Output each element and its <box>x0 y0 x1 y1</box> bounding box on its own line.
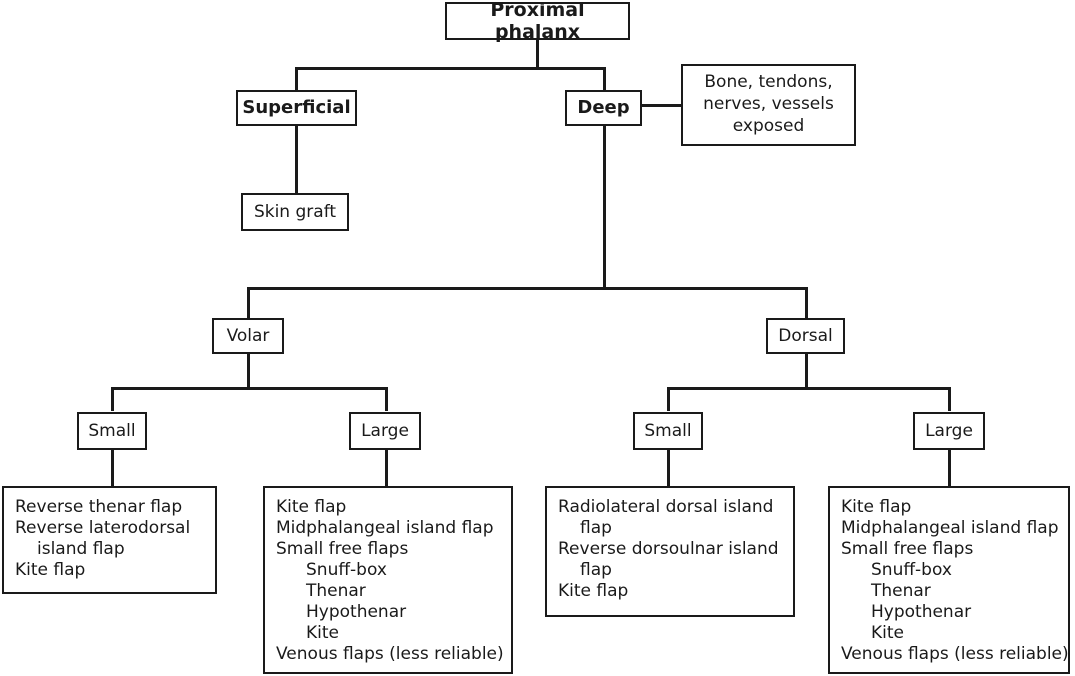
list-item: Venous flaps (less reliable) <box>276 643 504 664</box>
list-item: Kite <box>306 622 339 643</box>
leafbox-dorsal-small-options[interactable]: Radiolateral dorsal island flap Reverse … <box>545 486 795 617</box>
connector-dorsal-large-to-leaf <box>948 449 951 488</box>
list-item: Small free flaps <box>841 538 974 559</box>
list-item: flap <box>580 559 612 580</box>
connector-down-volar <box>247 287 250 319</box>
node-superficial[interactable]: Superficial <box>236 90 357 126</box>
leafbox-dorsal-large-options[interactable]: Kite flap Midphalangeal island flap Smal… <box>828 486 1070 674</box>
connector-deep-to-note <box>641 104 682 107</box>
node-superficial-label: Superficial <box>242 97 351 119</box>
exposed-line-1: Bone, tendons, <box>704 72 833 93</box>
list-item: Thenar <box>306 580 366 601</box>
exposed-line-2: nerves, vessels <box>703 94 834 115</box>
node-volar-small[interactable]: Small <box>77 412 147 450</box>
exposed-line-3: exposed <box>732 115 805 136</box>
node-proximal-phalanx-label: Proximal phalanx <box>490 0 585 43</box>
list-item: Hypothenar <box>871 601 972 622</box>
list-item: Thenar <box>871 580 931 601</box>
connector-superficial-to-skingraft <box>295 125 298 194</box>
node-deep-label: Deep <box>577 97 630 119</box>
list-item: Snuff-box <box>306 559 387 580</box>
connector-dorsal-down <box>805 353 808 389</box>
connector-volar-down <box>247 353 250 389</box>
list-item: Kite flap <box>558 580 629 601</box>
list-item: flap <box>580 517 612 538</box>
connector-down-volar-large <box>385 387 388 411</box>
node-dorsal-small[interactable]: Small <box>633 412 703 450</box>
node-dorsal[interactable]: Dorsal <box>766 318 845 354</box>
node-skin-graft-label: Skin graft <box>253 201 337 222</box>
node-volar[interactable]: Volar <box>212 318 284 354</box>
node-volar-large[interactable]: Large <box>349 412 421 450</box>
list-item: Midphalangeal island flap <box>841 517 1059 538</box>
leafbox-volar-small-options[interactable]: Reverse thenar flap Reverse laterodorsal… <box>2 486 217 594</box>
list-item: Midphalangeal island flap <box>276 517 494 538</box>
node-volar-small-label: Small <box>88 420 136 441</box>
connector-down-volar-small <box>111 387 114 411</box>
list-item: Reverse thenar flap <box>15 497 183 517</box>
connector-dorsal-small-to-leaf <box>667 449 670 488</box>
connector-volar-large-to-leaf <box>385 449 388 488</box>
node-volar-large-label: Large <box>361 420 409 441</box>
leafbox-volar-large-options[interactable]: Kite flap Midphalangeal island flap Smal… <box>263 486 513 674</box>
list-item: Kite flap <box>841 497 912 517</box>
node-exposed-structures[interactable]: Bone, tendons, nerves, vessels exposed <box>681 64 856 146</box>
list-item: Reverse laterodorsal <box>15 517 191 538</box>
connector-bus-level2 <box>247 287 807 290</box>
connector-volar-small-to-leaf <box>111 449 114 488</box>
node-volar-label: Volar <box>226 325 270 346</box>
node-dorsal-large[interactable]: Large <box>913 412 985 450</box>
connector-down-superficial <box>295 67 298 91</box>
connector-bus-volar-sizes <box>111 387 388 390</box>
list-item: Kite <box>871 622 904 643</box>
node-skin-graft[interactable]: Skin graft <box>241 193 349 231</box>
node-dorsal-small-label: Small <box>644 420 692 441</box>
connector-root-down <box>536 38 539 70</box>
connector-down-deep <box>603 67 606 91</box>
list-item: Venous flaps (less reliable) <box>841 643 1069 664</box>
list-item: Hypothenar <box>306 601 407 622</box>
list-item: island flap <box>37 538 125 559</box>
list-item: Snuff-box <box>871 559 952 580</box>
node-dorsal-large-label: Large <box>925 420 973 441</box>
node-deep[interactable]: Deep <box>565 90 642 126</box>
connector-down-dorsal <box>805 287 808 319</box>
connector-bus-level1 <box>295 67 606 70</box>
node-dorsal-label: Dorsal <box>778 325 833 346</box>
list-item: Small free flaps <box>276 538 409 559</box>
list-item: Radiolateral dorsal island <box>558 497 774 517</box>
list-item: Reverse dorsoulnar island <box>558 538 779 559</box>
list-item: Kite flap <box>15 559 86 580</box>
list-item: Kite flap <box>276 497 347 517</box>
connector-deep-down <box>603 125 606 288</box>
connector-down-dorsal-small <box>667 387 670 411</box>
node-proximal-phalanx[interactable]: Proximal phalanx <box>445 0 630 43</box>
connector-down-dorsal-large <box>948 387 951 411</box>
connector-bus-dorsal-sizes <box>667 387 949 390</box>
